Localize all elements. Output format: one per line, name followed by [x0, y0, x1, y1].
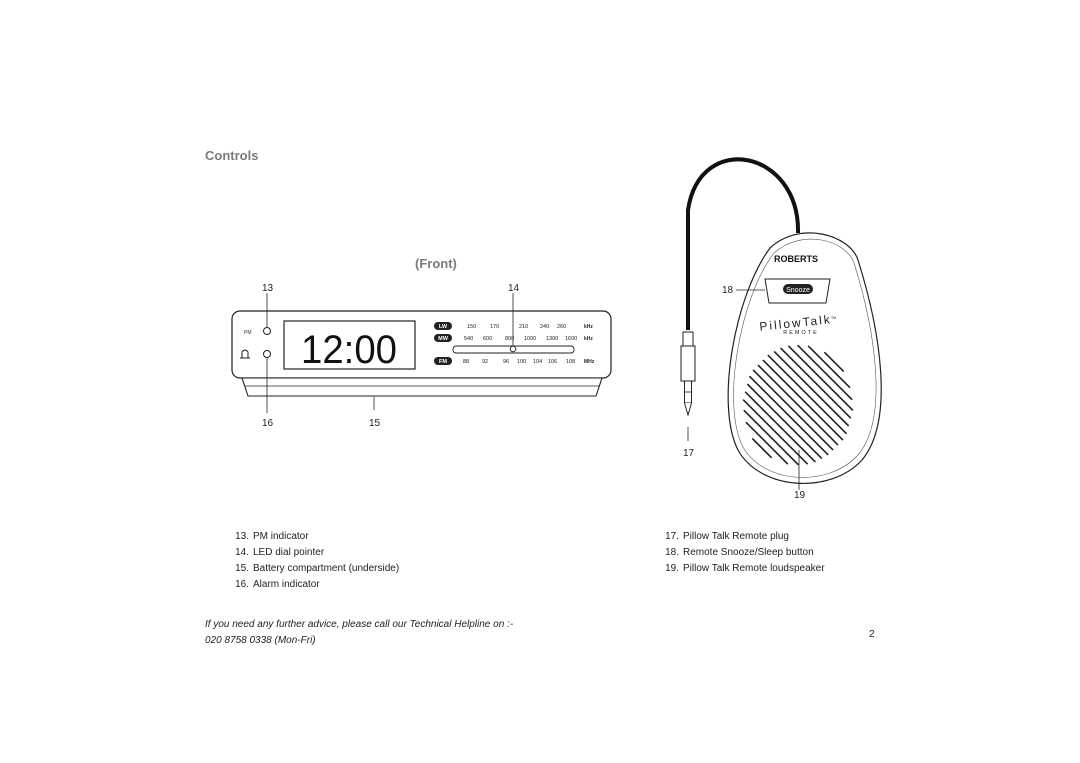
- band-scale-value: 600: [483, 336, 492, 342]
- callout-16: 16: [262, 418, 274, 429]
- callout-19: 19: [794, 490, 806, 501]
- legend-item: 19.Pillow Talk Remote loudspeaker: [665, 563, 825, 574]
- band-scale-value: 1000: [524, 336, 536, 342]
- band-scale-value: 150: [467, 324, 476, 330]
- grille-slot: [743, 409, 799, 466]
- band-scale-value: 210: [519, 324, 528, 330]
- snooze-button[interactable]: [783, 284, 813, 294]
- bell-icon: [240, 349, 250, 359]
- remote-plug: [680, 345, 696, 382]
- remote-cable: [686, 157, 801, 330]
- band-scale-value: 540: [464, 336, 473, 342]
- grille-slot: [749, 375, 829, 456]
- pm-label: PM: [244, 330, 252, 336]
- alarm-indicator: [263, 350, 271, 358]
- grille-slot: [767, 354, 847, 435]
- band-scale-value: 108: [566, 359, 575, 365]
- band-label: MW: [438, 336, 449, 342]
- remote-body: [727, 232, 882, 484]
- legend-item: 16.Alarm indicator: [235, 579, 320, 590]
- grille-slot: [742, 399, 808, 465]
- led-dial-pointer: [509, 345, 517, 353]
- time-display-window: [283, 320, 416, 370]
- grille-slot: [773, 351, 849, 427]
- legend-item: 17.Pillow Talk Remote plug: [665, 531, 789, 542]
- grille-slot: [744, 391, 816, 463]
- front-view-label: (Front): [415, 256, 457, 271]
- band-scale-value: 106: [548, 359, 557, 365]
- grille-slot: [762, 359, 844, 441]
- pillowtalk-logo-sub: REMOTE: [783, 330, 819, 336]
- band-badge-lw: [434, 322, 452, 330]
- grille-slot: [824, 351, 845, 372]
- band-scale-value: 104: [533, 359, 542, 365]
- grille-slot: [780, 347, 852, 419]
- remote-brand: ROBERTS: [774, 254, 818, 264]
- band-badge-fm: [434, 357, 452, 365]
- band-scale-value: 240: [540, 324, 549, 330]
- callout-18: 18: [722, 285, 734, 296]
- grille-slot: [752, 369, 834, 451]
- grille-slot: [747, 383, 823, 459]
- callout-17: 17: [683, 448, 695, 459]
- time-display: 12:00: [301, 328, 397, 372]
- callout-15: 15: [369, 418, 381, 429]
- helpline-text: If you need any further advice, please c…: [205, 619, 514, 630]
- legend-item: 18.Remote Snooze/Sleep button: [665, 547, 814, 558]
- helpline-number: 020 8758 0338 (Mon-Fri): [205, 635, 316, 646]
- band-scale-value: 1600: [565, 336, 577, 342]
- band-unit: MHz: [584, 359, 595, 365]
- band-scale-value: 170: [490, 324, 499, 330]
- grille-slot: [807, 345, 851, 389]
- helpline-note: If you need any further advice, please c…: [205, 617, 513, 649]
- pm-indicator: [263, 327, 271, 335]
- band-scale-value: 800: [505, 336, 514, 342]
- snooze-button-label: Snooze: [786, 287, 810, 294]
- band-label: FM: [439, 359, 447, 365]
- grille-slot: [745, 421, 789, 465]
- legend-left: 13.PM indicator 14.LED dial pointer 15.B…: [227, 529, 399, 593]
- legend-right: 17.Pillow Talk Remote plug 18.Remote Sno…: [657, 529, 825, 577]
- trademark-mark: TM: [831, 316, 836, 320]
- page-number: 2: [869, 629, 875, 640]
- band-scale-value: 92: [482, 359, 488, 365]
- band-badge-mw: [434, 334, 452, 342]
- callout-13: 13: [262, 283, 274, 294]
- band-unit: kHz: [584, 324, 593, 330]
- grille-slot: [751, 438, 772, 459]
- legend-item: 13.PM indicator: [235, 531, 309, 542]
- band-label: LW: [439, 324, 448, 330]
- section-heading: Controls: [205, 148, 259, 163]
- legend-item: 14.LED dial pointer: [235, 547, 325, 558]
- band-scale-value: 1300: [546, 336, 558, 342]
- band-scale-value: 100: [517, 359, 526, 365]
- speaker-grille: [742, 344, 854, 466]
- band-scale-value: 88: [463, 359, 469, 365]
- grille-slot: [797, 344, 853, 401]
- grille-slot: [788, 345, 854, 411]
- radio-base: [241, 377, 603, 397]
- band-unit: kHz: [584, 336, 593, 342]
- callout-14: 14: [508, 283, 520, 294]
- grille-slot: [757, 364, 839, 446]
- legend-item: 15.Battery compartment (underside): [235, 563, 400, 574]
- band-scale-value: 260: [557, 324, 566, 330]
- band-scale-value: 96: [503, 359, 509, 365]
